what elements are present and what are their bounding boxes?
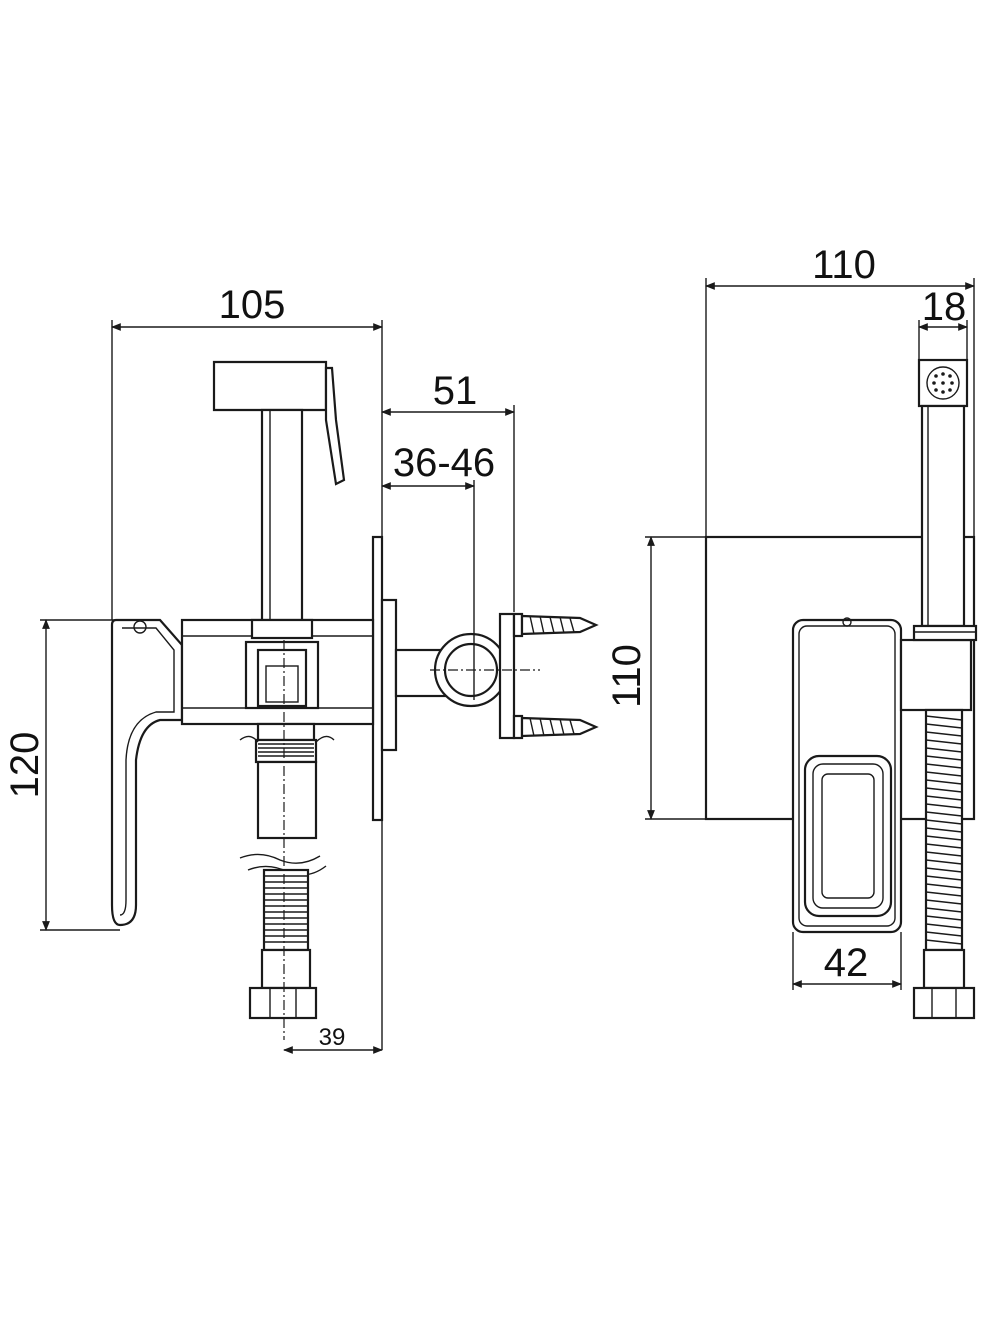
flexible-hose — [260, 868, 312, 990]
dim-handset-width: 18 — [922, 285, 967, 329]
front-flexible-hose — [922, 708, 966, 990]
front-hose-nut — [912, 986, 976, 1020]
holder-clamp — [498, 612, 516, 740]
handset-stem — [260, 408, 304, 622]
spray-nozzles — [932, 372, 954, 394]
hose-nut — [248, 986, 318, 1020]
dim-front-height: 110 — [605, 644, 649, 708]
front-holder — [899, 638, 973, 712]
wall-screw-bottom — [512, 714, 599, 740]
front-view: 110 18 110 42 — [605, 243, 978, 1020]
dim-holder-range: 36-46 — [393, 441, 495, 485]
front-lever — [803, 754, 893, 918]
side-view: 105 120 51 36-46 39 — [3, 283, 599, 1054]
break-symbol — [239, 853, 321, 864]
lever-handle — [110, 618, 184, 927]
dim-body-width: 42 — [824, 941, 869, 985]
dim-side-width: 105 — [219, 283, 286, 327]
handset-collar — [250, 618, 314, 640]
hose-connector — [256, 722, 316, 742]
lever-handle-inner — [119, 627, 175, 916]
dim-side-height: 120 — [3, 732, 47, 799]
wall-flange — [380, 598, 398, 752]
handset-trigger — [324, 366, 346, 486]
handset-head — [212, 360, 328, 412]
wall-plate — [371, 535, 384, 822]
dim-holder-depth: 51 — [433, 369, 478, 413]
lever-screw — [133, 620, 147, 634]
dim-front-width: 110 — [812, 243, 876, 287]
thread-hatch — [258, 743, 314, 757]
wall-screw-top — [512, 612, 599, 638]
dim-hose-offset: 39 — [319, 1024, 346, 1051]
